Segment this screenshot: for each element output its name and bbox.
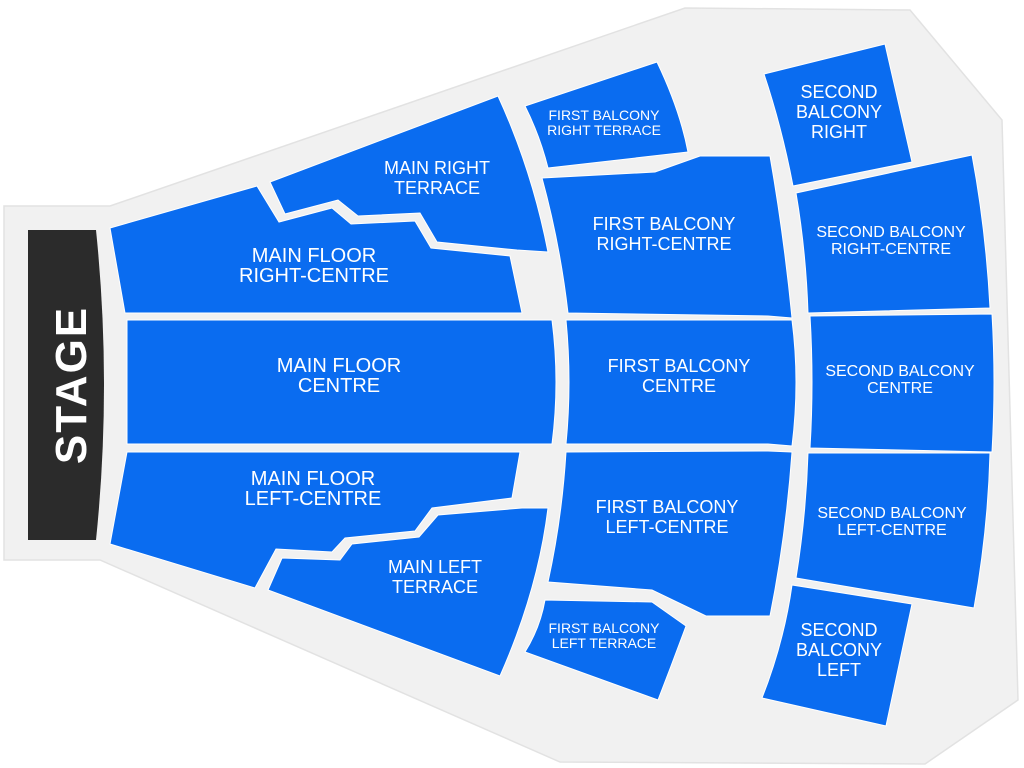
section-first-balcony-centre[interactable]	[565, 319, 797, 447]
section-second-balcony-right[interactable]	[763, 43, 913, 187]
section-main-floor-left-centre[interactable]	[109, 451, 521, 589]
stage	[28, 230, 104, 540]
section-first-balcony-left-centre[interactable]	[547, 450, 793, 617]
section-first-balcony-left-terrace[interactable]	[524, 599, 687, 701]
section-main-left-terrace[interactable]	[267, 507, 549, 677]
section-second-balcony-centre[interactable]	[809, 313, 995, 453]
section-second-balcony-right-centre[interactable]	[795, 154, 991, 314]
section-main-floor-centre[interactable]	[126, 319, 557, 445]
section-second-balcony-left[interactable]	[761, 584, 913, 727]
stage-label: STAGE	[47, 306, 96, 464]
section-main-floor-right-centre[interactable]	[109, 185, 523, 314]
section-first-balcony-right-centre[interactable]	[541, 155, 793, 319]
section-main-right-terrace[interactable]	[269, 95, 549, 253]
section-second-balcony-left-centre[interactable]	[795, 452, 991, 609]
section-first-balcony-right-terrace[interactable]	[524, 61, 689, 169]
